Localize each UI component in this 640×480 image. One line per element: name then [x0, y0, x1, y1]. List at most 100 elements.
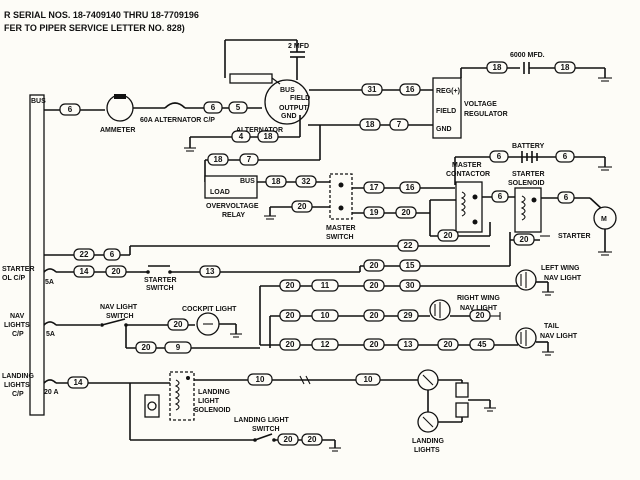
right-wing-nav-light: RIGHT WING NAV LIGHT — [429, 295, 500, 321]
svg-text:22: 22 — [80, 250, 89, 259]
bus-label: BUS — [31, 98, 46, 105]
wire-tag-contactor-solenoid: 6 — [491, 190, 509, 203]
svg-text:4: 4 — [239, 132, 244, 141]
wire-tag-land-b: 10 — [355, 373, 381, 386]
master-contactor-label-1: MASTER — [452, 162, 482, 169]
svg-text:20: 20 — [402, 208, 411, 217]
overvoltage-relay: BUS LOAD OVERVOLTAGE RELAY — [204, 175, 259, 219]
right-wing-nav-label-1: RIGHT WING — [457, 295, 500, 302]
svg-text:6: 6 — [563, 152, 568, 161]
wire-tag-tail-c: 20 — [363, 338, 385, 351]
svg-text:32: 32 — [302, 177, 311, 186]
wire-tag-ovr-bus-b: 32 — [295, 175, 317, 188]
wire-tag-alt-cp-b: 5 — [228, 101, 248, 114]
wire-tag-ovr-top-a: 18 — [207, 153, 229, 166]
svg-text:18: 18 — [493, 63, 502, 72]
overvoltage-relay-label-2: RELAY — [222, 212, 245, 219]
header-serial-line: R SERIAL NOS. 18-7409140 THRU 18-7709196 — [4, 10, 199, 20]
wire-tag-land-sw-b: 20 — [301, 433, 323, 446]
tail-nav-light: TAIL NAV LIGHT — [515, 323, 578, 356]
starter-solenoid-label-2: SOLENOID — [508, 180, 545, 187]
starter-cp-rating: 5A — [45, 279, 54, 286]
master-contactor-label-2: CONTACTOR — [446, 171, 490, 178]
landing-light-upper — [417, 369, 439, 391]
wire-tag-starter-sol-a: 20 — [363, 259, 385, 272]
landing-lights-cp-rating: 20 A — [44, 389, 59, 396]
voltage-regulator-label-2: REGULATOR — [464, 111, 508, 118]
svg-text:20: 20 — [520, 235, 529, 244]
svg-text:6: 6 — [68, 105, 73, 114]
nav-light-switch: NAV LIGHT SWITCH — [100, 304, 138, 327]
wire-tag-reg-cap: 18 — [486, 61, 508, 74]
wire-tag-tail-b: 12 — [311, 338, 339, 351]
wire-tag-solenoid-gnd: 20 — [513, 233, 535, 246]
alternator-circuit-protector: 60A ALTERNATOR C/P — [140, 102, 215, 124]
wire-tag-starter-sol-b: 15 — [399, 259, 421, 272]
starter-motor-symbol: M — [601, 216, 607, 223]
wire-tag-battery-b: 6 — [555, 150, 575, 163]
wire-tag-bus-ammeter: 6 — [59, 103, 81, 116]
svg-text:20: 20 — [298, 202, 307, 211]
voltage-regulator: REG(+) FIELD GND VOLTAGE REGULATOR — [432, 77, 508, 139]
nav-lights-cp-rating: 5A — [46, 331, 55, 338]
nav-lights-circuit: 20 11 20 30 LEFT WING NAV LIGHT NAV LIGH… — [4, 265, 582, 356]
landing-lights-cp-label-2: LIGHTS — [4, 382, 30, 389]
wire-tag-master-c: 19 — [363, 206, 385, 219]
starter-solenoid-label-1: STARTER — [512, 171, 545, 178]
alternator: BUS FIELD OUTPUT GND ALTERNATOR — [236, 79, 310, 134]
alt-field-terminal: FIELD — [290, 95, 310, 102]
wire-tag-solenoid-starter: 6 — [557, 191, 575, 204]
svg-text:16: 16 — [406, 183, 415, 192]
svg-text:13: 13 — [404, 340, 413, 349]
wire-tag-tail-a: 20 — [279, 338, 301, 351]
wire-tag-tail-d: 13 — [397, 338, 419, 351]
overvoltage-master-circuit: 18 7 BUS LOAD OVERVOLTAGE RELAY 18 32 — [204, 125, 455, 241]
svg-text:20: 20 — [444, 340, 453, 349]
svg-text:6: 6 — [498, 192, 503, 201]
svg-text:18: 18 — [272, 177, 281, 186]
svg-text:10: 10 — [256, 375, 265, 384]
nav-light-switch-label-1: NAV LIGHT — [100, 304, 138, 311]
landing-switch-label-2: SWITCH — [252, 426, 280, 433]
landing-solenoid-label-2: LIGHT — [198, 398, 220, 405]
starter-switch-label-1: STARTER — [144, 277, 177, 284]
wire-tag-master-d: 20 — [395, 206, 417, 219]
svg-text:20: 20 — [370, 261, 379, 270]
wire-tag-land-cp-out: 14 — [67, 376, 89, 389]
voltage-regulator-label-1: VOLTAGE — [464, 101, 497, 108]
svg-text:6: 6 — [497, 152, 502, 161]
svg-text:20: 20 — [174, 320, 183, 329]
wire-tag-starter-cp-a: 14 — [73, 265, 95, 278]
master-contactor: MASTER CONTACTOR — [446, 162, 490, 233]
svg-text:7: 7 — [247, 155, 252, 164]
capacitor-6000mfd: 6000 MFD. — [510, 52, 545, 74]
svg-text:20: 20 — [286, 281, 295, 290]
svg-text:20: 20 — [142, 343, 151, 352]
wire-tag-long-22a: 22 — [73, 248, 95, 261]
svg-text:20: 20 — [284, 435, 293, 444]
svg-text:7: 7 — [397, 120, 402, 129]
left-wing-nav-label-2: NAV LIGHT — [544, 275, 582, 282]
wire-tag-ovr-bus-a: 18 — [265, 175, 287, 188]
cockpit-light: COCKPIT LIGHT — [182, 306, 242, 338]
nav-lights-cp-label-2: LIGHTS — [4, 322, 30, 329]
wire-tag-tail-f: 45 — [469, 338, 495, 351]
reg-gnd-terminal: GND — [436, 126, 452, 133]
svg-text:20: 20 — [370, 340, 379, 349]
svg-text:9: 9 — [176, 343, 181, 352]
ammeter: AMMETER — [100, 94, 135, 134]
wire-tag-alt-reg-a: 31 — [361, 83, 383, 96]
svg-text:22: 22 — [404, 241, 413, 250]
starter-motor: M STARTER — [558, 206, 617, 256]
wire-tag-battery-a: 6 — [489, 150, 509, 163]
master-switch: MASTER SWITCH — [326, 173, 356, 241]
wire-tag-nav-out-b: 9 — [164, 341, 192, 354]
landing-light-lower — [417, 411, 439, 433]
wire-tag-rw-d: 29 — [397, 309, 419, 322]
svg-text:13: 13 — [206, 267, 215, 276]
alt-output-terminal: OUTPUT — [279, 105, 309, 112]
wire-tag-rw-e: 20 — [469, 309, 491, 322]
svg-text:20: 20 — [370, 281, 379, 290]
wire-tag-lw-a: 20 — [279, 279, 301, 292]
